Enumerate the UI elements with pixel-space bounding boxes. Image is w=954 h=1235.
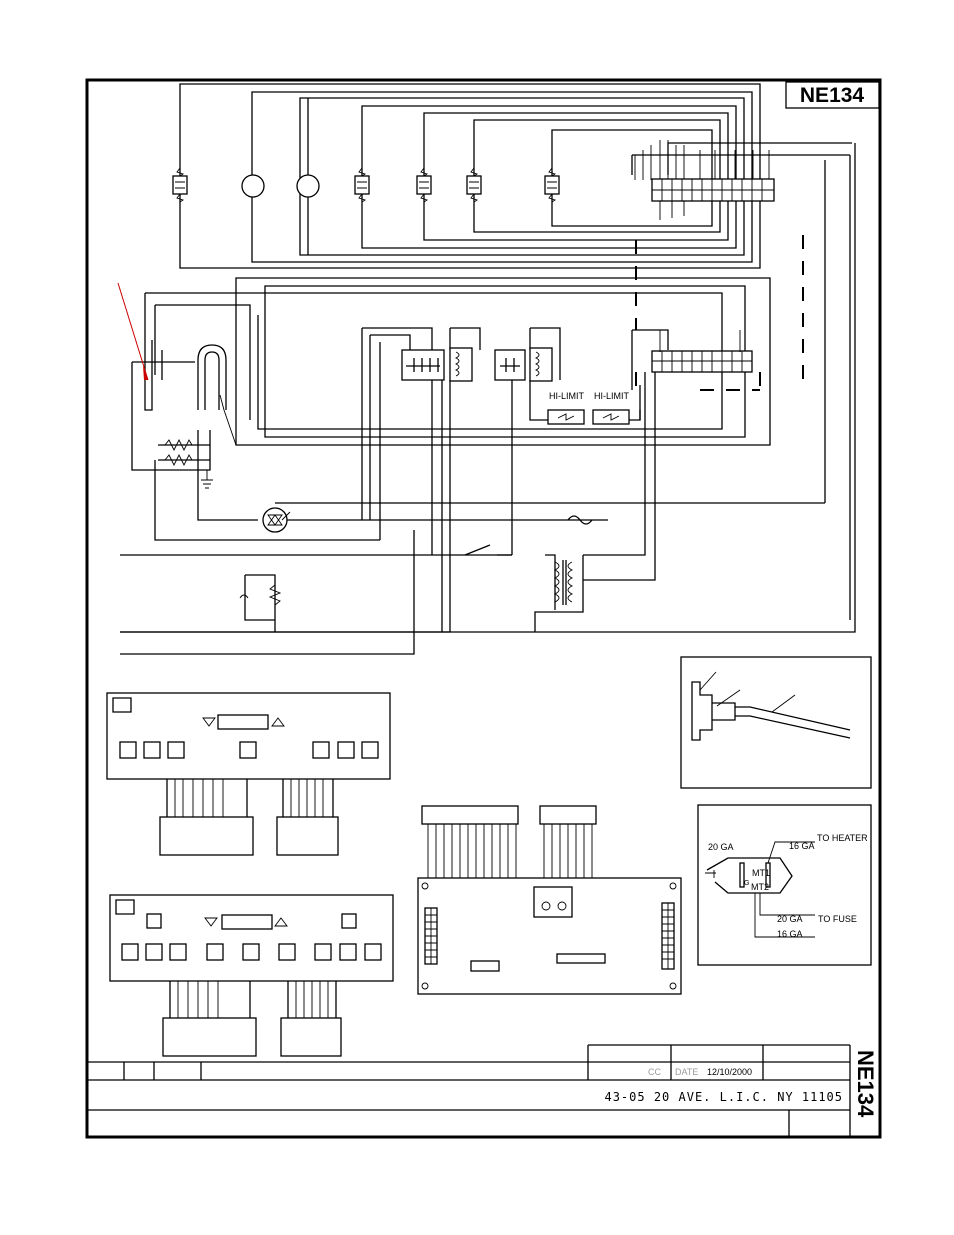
- title-field-a: CC: [648, 1067, 661, 1077]
- relay-2: [495, 348, 552, 381]
- mt1-label: MT1: [752, 868, 770, 878]
- control-panel-1: [107, 693, 390, 855]
- hi-limit-label-1: HI-LIMIT: [549, 391, 585, 401]
- drawing-number: NE134: [800, 84, 865, 107]
- ga-bottom-label-1: 20 GA: [777, 914, 803, 924]
- company-address: 43-05 20 AVE. L.I.C. NY 11105: [604, 1090, 843, 1104]
- drawing-number-box: NE134: [786, 82, 879, 108]
- title-field-b: DATE: [675, 1067, 698, 1077]
- main-control-board: [418, 806, 681, 994]
- mt2-label: MT2: [751, 882, 769, 892]
- middle-wiring: [145, 160, 825, 632]
- to-fuse-label: TO FUSE: [818, 914, 857, 924]
- title-date: 12/10/2000: [707, 1067, 752, 1077]
- power-section: [120, 530, 583, 654]
- hi-limit-1: HI-LIMIT: [548, 391, 585, 424]
- relay-1: [402, 348, 472, 381]
- top-components: [173, 168, 559, 202]
- hi-limit-label-2: HI-LIMIT: [594, 391, 630, 401]
- ga-left-label: 20 GA: [708, 842, 734, 852]
- lamp-1: [242, 175, 264, 197]
- triac-detail: 20 GA 16 GA TO HEATER MT1 MT2 G 20 GA TO…: [698, 805, 871, 965]
- g-label: G: [744, 880, 749, 887]
- control-panel-2: [110, 895, 393, 1056]
- to-heater-label: TO HEATER: [817, 833, 868, 843]
- triac-symbol: [263, 508, 290, 532]
- ga-top-label: 16 GA: [789, 841, 815, 851]
- title-block: CC DATE 12/10/2000 43-05 20 AVE. L.I.C. …: [87, 1045, 878, 1137]
- probe-detail: [681, 657, 871, 788]
- ga-bottom-label-2: 16 GA: [777, 929, 803, 939]
- heater-assembly: [118, 283, 380, 540]
- lamp-2: [297, 175, 319, 197]
- hi-limit-2: HI-LIMIT: [593, 391, 630, 424]
- side-drawing-number: NE134: [853, 1050, 878, 1118]
